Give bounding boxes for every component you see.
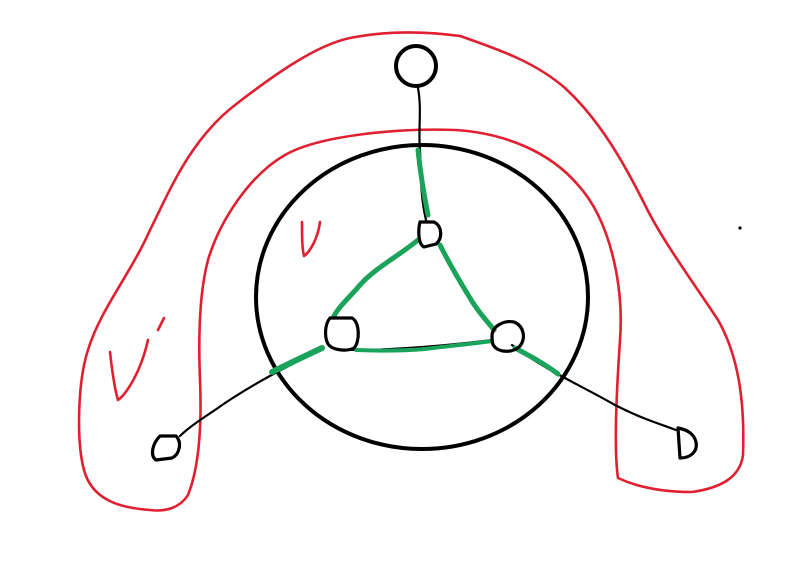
vertex-tri-left [323,316,360,352]
inner-set-label-glyph [300,220,322,258]
vertex-tri-right [490,320,525,353]
outer-set-boundary [77,31,745,512]
highlight-tri-top-to-tri-right [437,242,497,333]
vertex-outer-right [676,426,698,460]
highlight-tri-right-to-outer-right [512,345,561,377]
stray-dot [738,226,742,230]
vertex-top [394,44,438,88]
inner-set-circle [254,143,590,451]
outer-set-label-glyph [108,338,150,402]
highlight-top-edge [415,147,431,218]
vertex-tri-top [417,220,443,249]
highlight-tri-left-to-outer-left [269,345,325,375]
outer-set-label: U' [100,409,102,411]
outer-set-label-prime [156,316,166,332]
highlight-tri-left-to-tri-right [354,339,494,353]
inner-set-label: U [300,255,301,257]
highlight-tri-top-to-tri-left [331,237,421,319]
vertex-outer-left [150,434,182,462]
